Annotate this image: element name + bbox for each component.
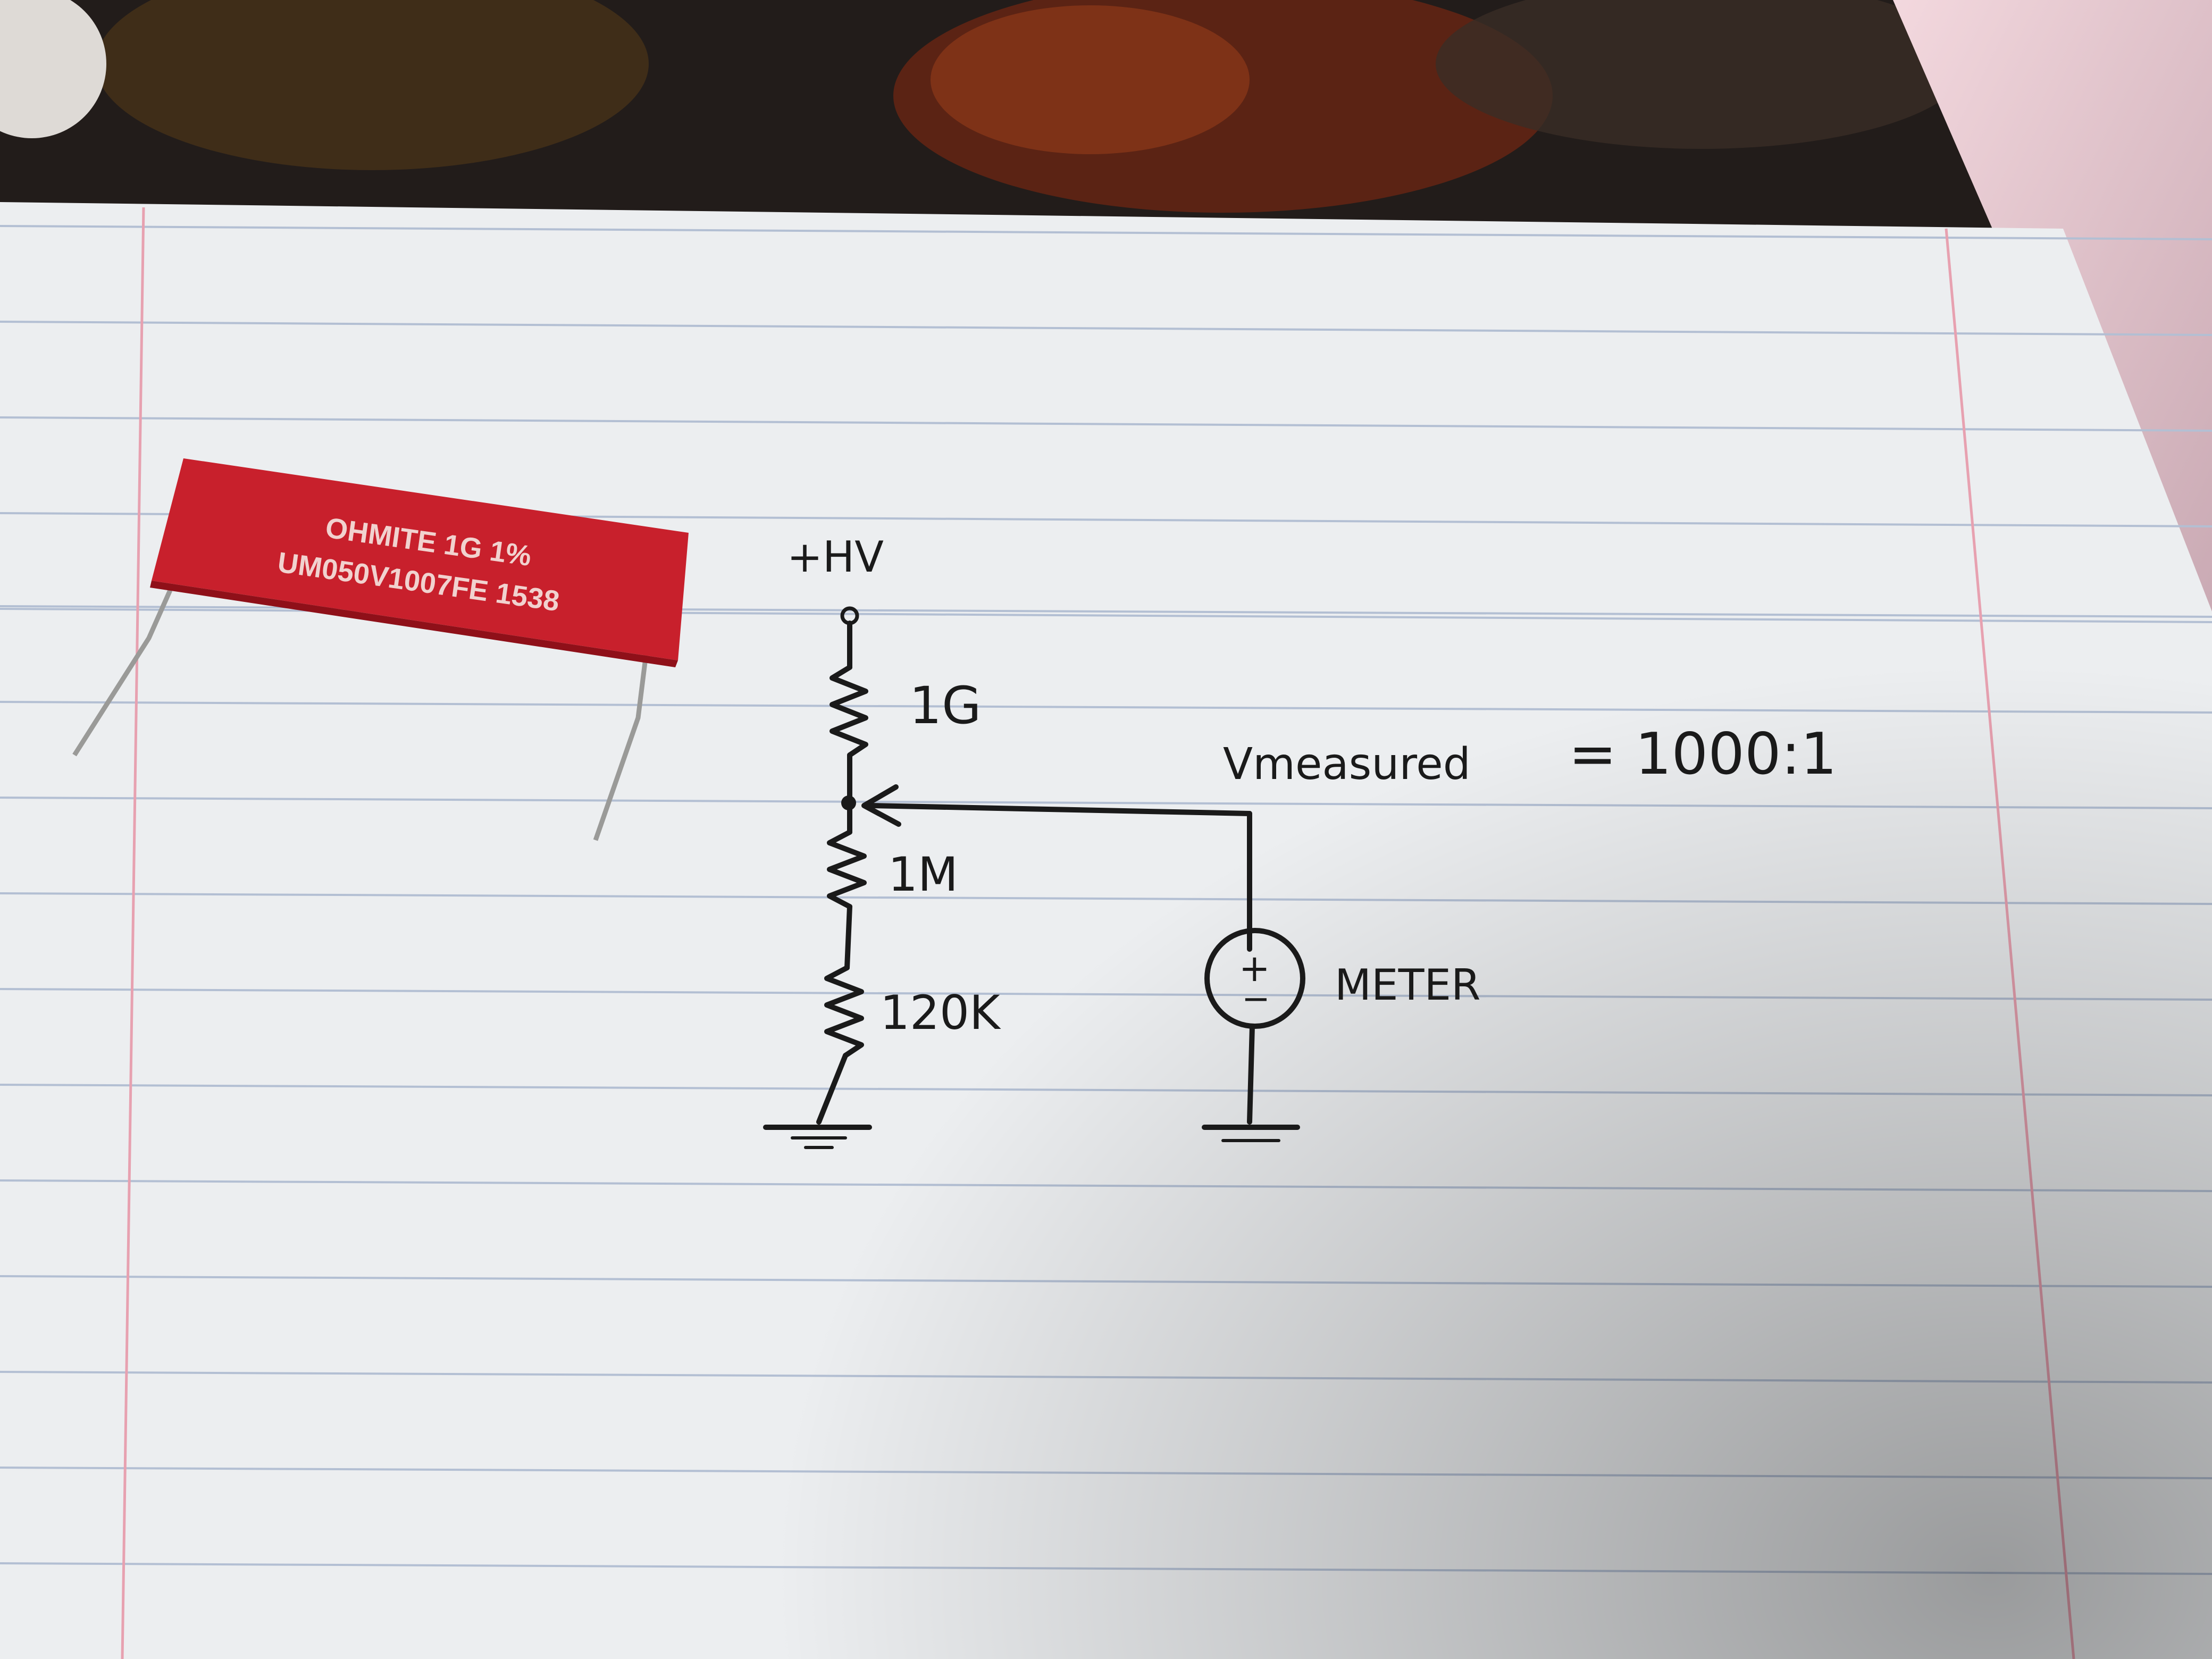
resistor-120k-symbol [824, 965, 864, 1058]
resistor-1g-symbol [830, 665, 868, 758]
r3-label: 120K [880, 985, 1001, 1040]
output-label: Vmeasured [1223, 739, 1471, 790]
schematic [763, 606, 1305, 1149]
meter-plus: + [1239, 946, 1270, 990]
supply-label: +HV [787, 532, 884, 582]
ratio-label: = 1000:1 [1569, 721, 1837, 787]
ohmite-resistor: OHMITE 1G 1% UM050V1007FE 1538 [72, 458, 689, 841]
r2-label: 1M [888, 847, 958, 902]
resistor-1m-symbol [827, 830, 867, 909]
r1-label: 1G [909, 676, 981, 735]
meter-minus: − [1242, 979, 1270, 1019]
meter-label: METER [1335, 960, 1481, 1010]
